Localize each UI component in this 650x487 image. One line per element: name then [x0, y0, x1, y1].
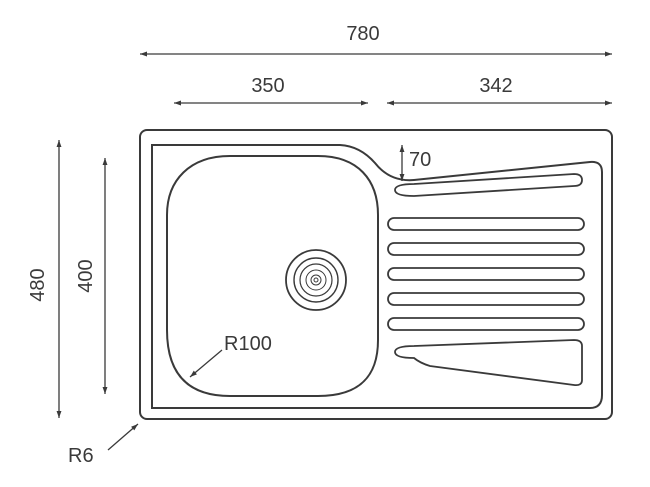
dimension-drainer-offset: 70 [399, 145, 431, 181]
bowl-radius-label: R100 [224, 333, 272, 355]
corner-radius-label: R6 [68, 445, 94, 467]
drainer-groove [387, 292, 585, 306]
dimension-bowl-width: 350 [174, 75, 368, 106]
dimension-overall-width: 780 [140, 23, 612, 57]
callout-bowl-radius: R100 [189, 333, 272, 378]
drainer-groove [387, 267, 585, 281]
dimension-drainer-width: 342 [387, 75, 612, 106]
bowl-depth-label: 400 [75, 259, 97, 292]
dimension-bowl-depth: 400 [75, 158, 108, 394]
drain-strainer [285, 249, 347, 311]
overall-depth-label: 480 [27, 268, 49, 301]
drainer-groove [387, 317, 585, 331]
sink-deck-inner-edge [151, 144, 603, 409]
drainer-groove [387, 217, 585, 231]
drainer-offset-label: 70 [409, 149, 431, 171]
drainer-groove [387, 242, 585, 256]
drainer-width-label: 342 [479, 75, 512, 97]
callout-corner-radius: R6 [68, 423, 139, 467]
bowl-width-label: 350 [251, 75, 284, 97]
drainer-groove [394, 173, 583, 197]
overall-width-label: 780 [346, 23, 379, 45]
sink-bowl [166, 155, 379, 397]
sink-outer-edge [139, 129, 613, 420]
dimension-overall-depth: 480 [27, 140, 62, 418]
drainer-board [387, 173, 585, 387]
drainer-groove [394, 339, 583, 387]
